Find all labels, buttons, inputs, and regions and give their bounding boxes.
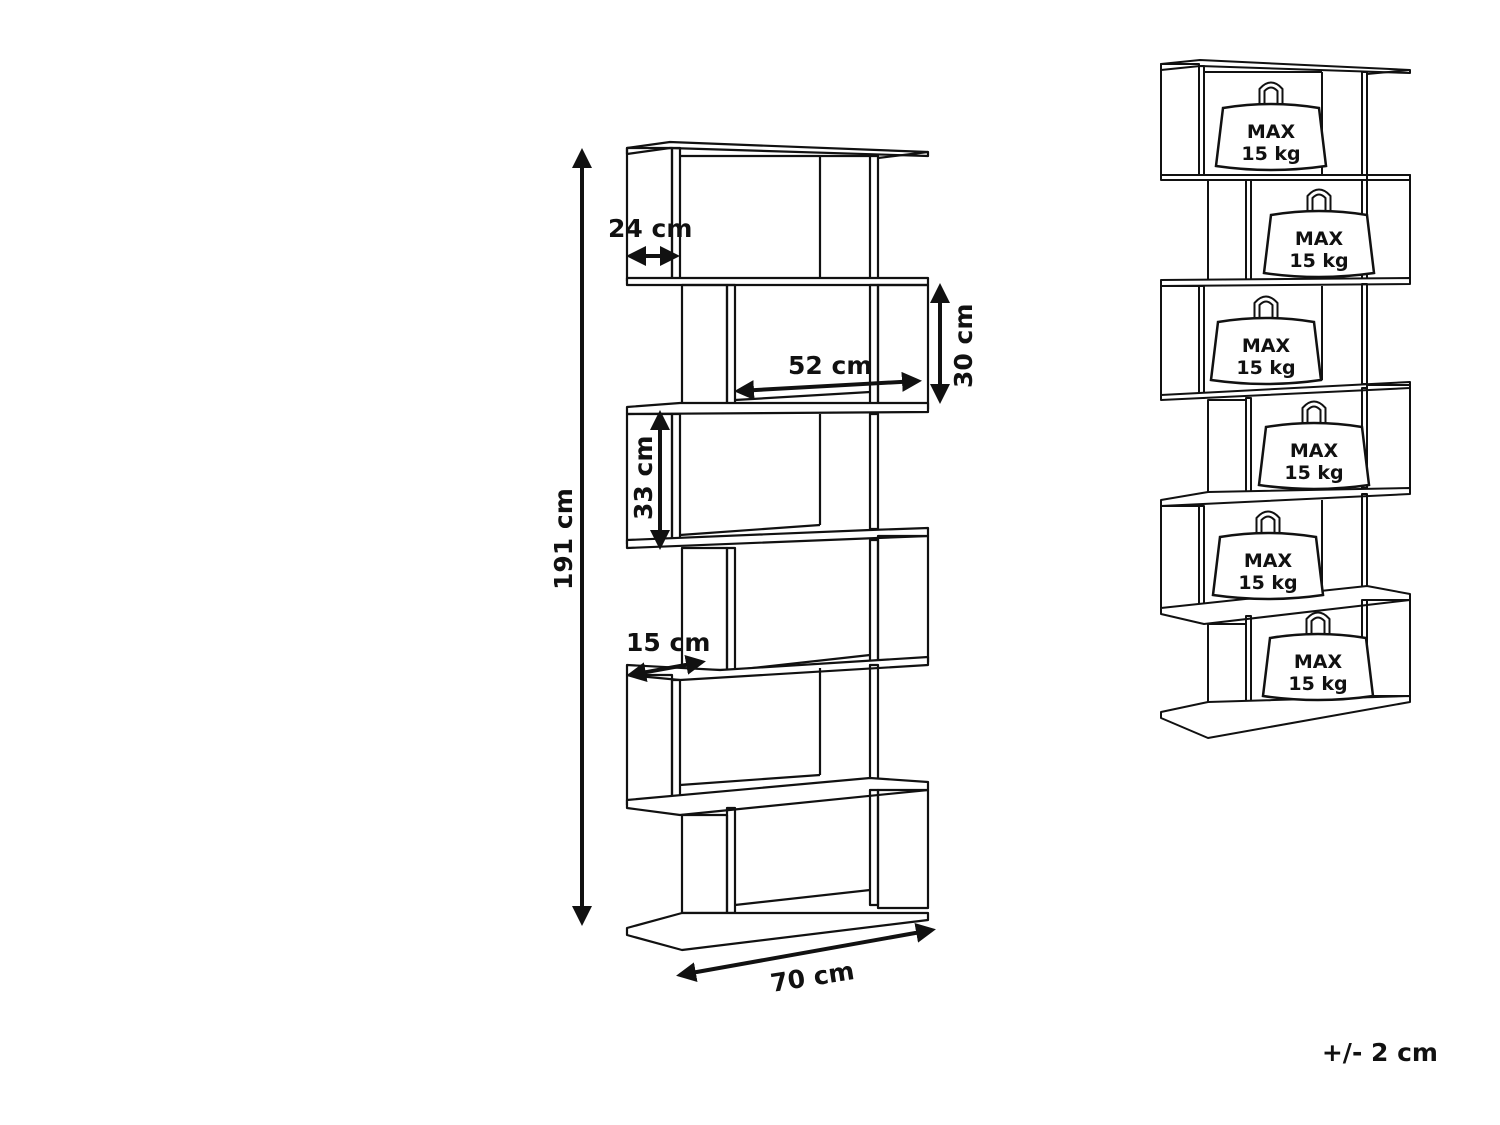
weight-icon: MAX 15 kg: [1211, 510, 1325, 601]
weight-kg-label: 15 kg: [1236, 357, 1295, 379]
weight-icon: MAX 15 kg: [1262, 188, 1376, 279]
weight-kg-label: 15 kg: [1288, 673, 1347, 695]
weight-kg-label: 15 kg: [1284, 462, 1343, 484]
depth-label: 24 cm: [608, 214, 692, 243]
weight-icon: MAX 15 kg: [1209, 295, 1323, 386]
weight-icon: MAX 15 kg: [1257, 400, 1371, 491]
weight-icon: MAX 15 kg: [1261, 611, 1375, 702]
weight-max-label: MAX: [1242, 335, 1291, 357]
weight-max-label: MAX: [1295, 228, 1344, 250]
weight-max-label: MAX: [1294, 651, 1343, 673]
shelf-width-label: 52 cm: [788, 351, 872, 380]
weight-kg-label: 15 kg: [1241, 143, 1300, 165]
weight-kg-label: 15 kg: [1238, 572, 1297, 594]
weight-icon: MAX 15 kg: [1214, 81, 1328, 172]
compartment-height-label: 33 cm: [629, 436, 658, 520]
weight-max-label: MAX: [1290, 440, 1339, 462]
weight-max-label: MAX: [1247, 121, 1296, 143]
total-height-label: 191 cm: [549, 488, 578, 590]
tolerance-note: +/- 2 cm: [1321, 1038, 1438, 1067]
weight-kg-label: 15 kg: [1289, 250, 1348, 272]
panel-depth-label: 15 cm: [626, 628, 710, 657]
shelf-height-label: 30 cm: [949, 304, 978, 388]
bookshelf-load-view: [1160, 59, 1411, 739]
bookshelf-front-view: [625, 140, 930, 952]
total-width-label: 70 cm: [768, 956, 856, 998]
weight-max-label: MAX: [1244, 550, 1293, 572]
dimension-arrows: [572, 148, 950, 983]
